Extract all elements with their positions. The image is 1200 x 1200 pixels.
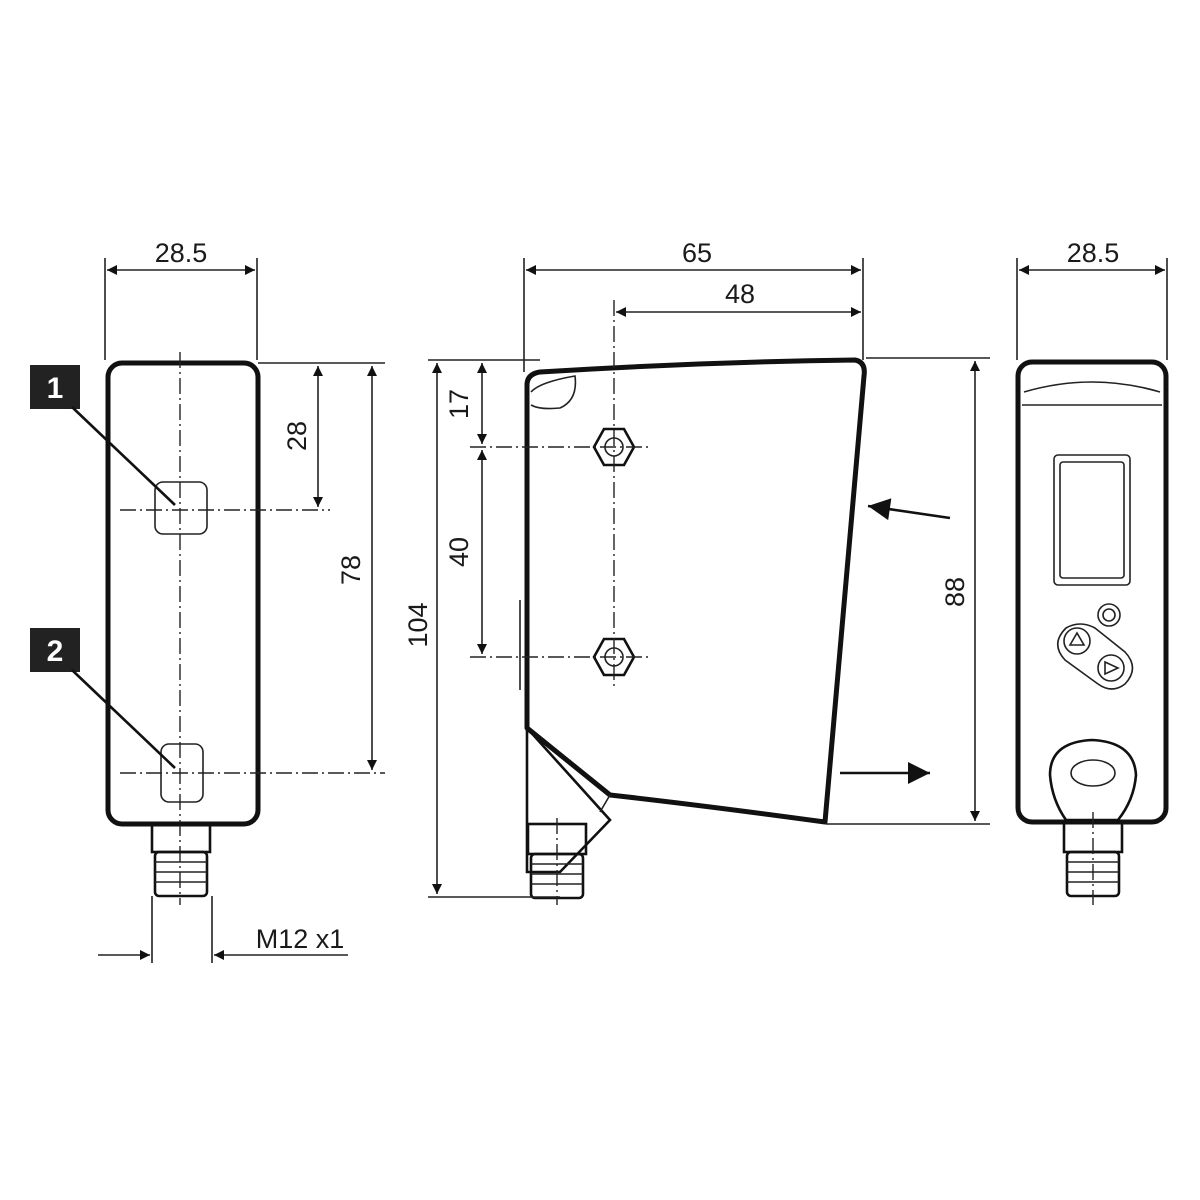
side-depth-label: 65: [682, 238, 712, 268]
button-panel: [1056, 623, 1134, 690]
side-connector: [526, 818, 588, 905]
side-hole-depth-label: 48: [725, 279, 755, 309]
side-housing: [524, 357, 867, 825]
back-height-dimension: 88: [826, 357, 990, 825]
front-housing: [105, 360, 261, 827]
side-hole-spacing-dimension: 40: [444, 450, 487, 654]
side-height-label: 104: [403, 602, 433, 647]
side-height-dimension: 104: [403, 363, 560, 898]
side-hole-spacing-label: 40: [444, 537, 474, 567]
back-width-dimension: 28.5: [1016, 238, 1168, 360]
front-connector: [150, 822, 212, 898]
side-top-offset-label: 17: [444, 389, 474, 419]
display-window: [1053, 454, 1131, 586]
back-view: 28.5 88: [826, 238, 1169, 905]
front-width-dimension: 28.5: [104, 238, 258, 360]
down-button: [1097, 654, 1125, 682]
front-width-label: 28.5: [155, 238, 208, 268]
arrow-up-icon: [867, 498, 951, 521]
status-led: [1097, 603, 1121, 627]
callout-1: 1: [30, 365, 176, 506]
mounting-nut-2: [470, 637, 650, 677]
up-button: [1063, 627, 1091, 655]
side-hole-depth-dimension: 48: [616, 279, 861, 317]
side-depth-dimension: 65: [523, 238, 864, 372]
side-top-offset-dimension: 17: [428, 359, 540, 444]
mounting-hole-2: [160, 743, 204, 803]
callout-2-label: 2: [47, 635, 64, 668]
back-connector: [1062, 812, 1124, 905]
side-view: 65 48 17 40 104: [403, 238, 951, 905]
thread-label: M12 x1: [256, 924, 345, 954]
thread-dimension: M12 x1: [98, 896, 348, 963]
front-spacing-label: 78: [336, 555, 366, 585]
front-view: 1 2 28.5 28 78: [30, 238, 385, 963]
front-offset-dimension: 28: [258, 362, 385, 507]
side-connector-base: [525, 724, 612, 874]
callout-2: 2: [30, 628, 176, 769]
connector-socket: [1048, 738, 1138, 822]
mounting-hole-1: [154, 481, 208, 535]
front-offset-label: 28: [282, 421, 312, 451]
back-height-label: 88: [940, 577, 970, 607]
back-housing: [1015, 359, 1169, 825]
back-width-label: 28.5: [1067, 238, 1120, 268]
mounting-nut-1: [470, 427, 650, 467]
front-spacing-dimension: 78: [336, 366, 377, 770]
side-lens-top: [530, 375, 577, 410]
callout-1-label: 1: [47, 372, 64, 405]
